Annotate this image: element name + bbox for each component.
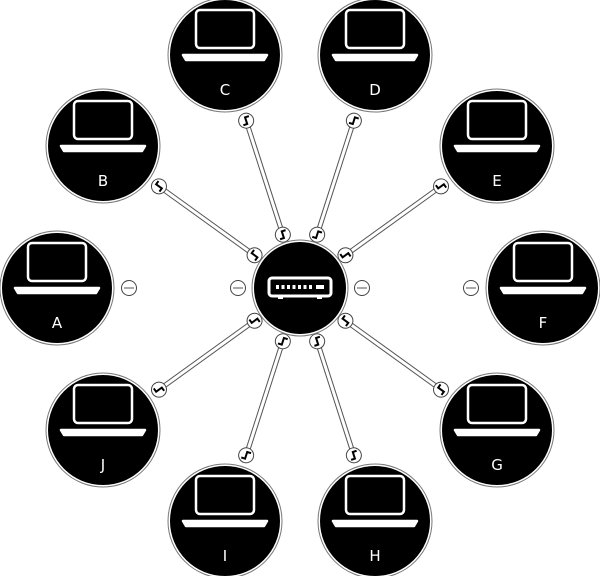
connector-plug [274, 333, 291, 350]
cables-layer [121, 112, 479, 464]
node-label: I [223, 547, 227, 565]
node-i[interactable]: I [167, 463, 283, 576]
connector-plug [345, 447, 362, 464]
connector-plug [150, 381, 167, 398]
connector-plug [433, 381, 450, 398]
node-h[interactable]: H [317, 463, 433, 576]
laptop-icon [181, 474, 269, 528]
cable-i [238, 333, 291, 464]
laptop-icon [453, 383, 541, 437]
laptop-icon [453, 99, 541, 153]
connector-plug [309, 333, 326, 350]
node-g[interactable]: G [439, 372, 555, 488]
node-label: B [98, 172, 108, 190]
hub-node[interactable] [251, 239, 349, 337]
router-icon [267, 276, 333, 299]
connector-plug [309, 226, 326, 243]
cable-h [309, 333, 362, 464]
node-label: G [491, 456, 503, 474]
cable-g [337, 312, 450, 398]
node-c[interactable]: C [167, 0, 283, 113]
laptop-icon [181, 8, 269, 62]
laptop-icon [59, 383, 147, 437]
laptop-icon [331, 8, 419, 62]
connector-plug [230, 280, 246, 296]
connector-plug [246, 247, 263, 264]
connector-plug [246, 312, 263, 329]
cable-d [309, 112, 362, 243]
connector-plug [354, 280, 370, 296]
cable-c [238, 112, 291, 243]
connector-plug [238, 112, 255, 129]
cable-e [337, 178, 450, 264]
connector-plug [121, 280, 137, 296]
node-label: E [492, 172, 501, 190]
node-label: F [539, 314, 548, 332]
laptop-icon [331, 474, 419, 528]
node-label: D [369, 81, 381, 99]
node-label: H [369, 547, 380, 565]
connector-plug [150, 178, 167, 195]
node-e[interactable]: E [439, 88, 555, 204]
node-j[interactable]: J [45, 372, 161, 488]
connector-plug [238, 447, 255, 464]
node-label: C [220, 81, 230, 99]
cable-b [150, 178, 263, 264]
node-label: A [52, 314, 63, 332]
connector-plug [433, 178, 450, 195]
connector-plug [274, 226, 291, 243]
node-d[interactable]: D [317, 0, 433, 113]
node-label: J [100, 456, 105, 474]
connector-plug [463, 280, 479, 296]
connector-plug [337, 312, 354, 329]
node-f[interactable]: F [485, 230, 600, 346]
cable-j [150, 312, 263, 398]
cable-a [121, 280, 246, 296]
node-b[interactable]: B [45, 88, 161, 204]
node-a[interactable]: A [0, 230, 115, 346]
connector-plug [345, 112, 362, 129]
laptop-icon [13, 241, 101, 295]
cable-f [354, 280, 479, 296]
laptop-icon [59, 99, 147, 153]
laptop-icon [499, 241, 587, 295]
hub-layer [251, 239, 349, 337]
connector-plug [337, 247, 354, 264]
